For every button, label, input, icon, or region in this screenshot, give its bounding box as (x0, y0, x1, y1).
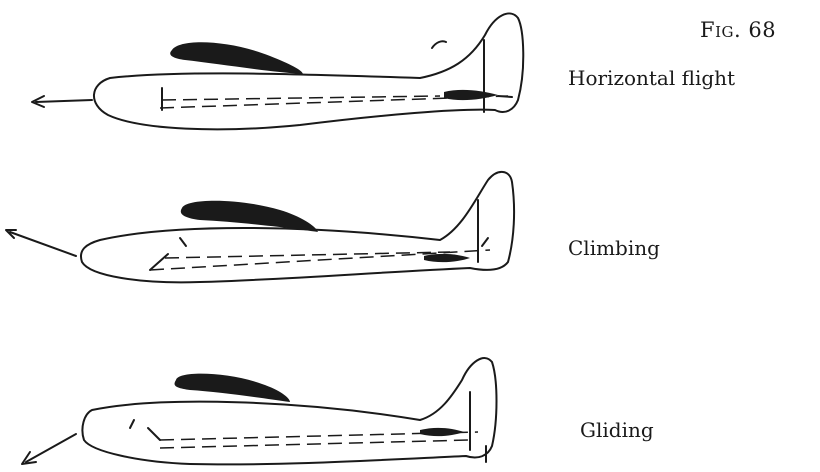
nose-mark (148, 428, 160, 440)
tail-elevator (420, 428, 464, 436)
direction-arrow-horizontal (36, 100, 92, 102)
glider-horizontal (32, 13, 523, 129)
fuselage-outline (94, 13, 523, 129)
direction-arrow-gliding (26, 434, 76, 462)
tail-arrow (498, 96, 512, 97)
fuselage-outline (82, 358, 496, 464)
wing-section (170, 42, 303, 74)
glider-gliding (22, 358, 497, 464)
flow-mark (180, 238, 186, 246)
tail-elevator (444, 90, 498, 100)
flow-mark (432, 41, 446, 48)
reference-line-lower (160, 440, 470, 448)
nose-mark (150, 254, 168, 270)
flow-mark (130, 420, 134, 428)
tail-arrow (482, 238, 488, 246)
tail-elevator (424, 254, 470, 262)
glider-climbing (6, 172, 514, 282)
wing-section (175, 374, 290, 402)
direction-arrow-climbing (10, 232, 76, 256)
